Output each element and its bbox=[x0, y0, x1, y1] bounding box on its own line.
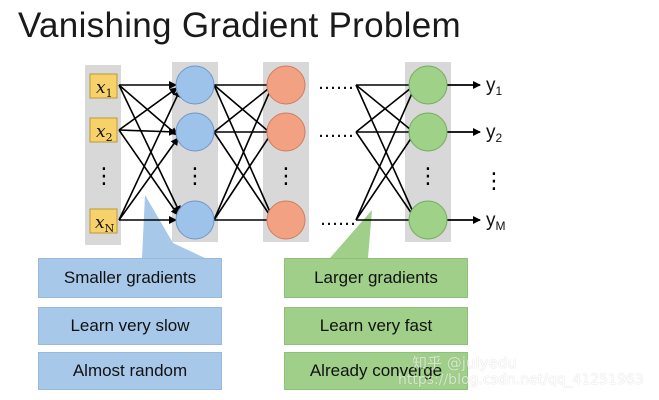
outputs-vertical-ellipsis: ⋮ bbox=[483, 169, 505, 194]
connections-h1-to-h2 bbox=[213, 84, 271, 221]
hidden1-node-2 bbox=[175, 112, 215, 152]
horizontal-ellipsis-3: …… bbox=[320, 209, 356, 230]
horizontal-ellipsis-1: …… bbox=[318, 73, 354, 94]
larger-gradients-label: Larger gradients bbox=[284, 258, 468, 298]
almost-random-label: Almost random bbox=[38, 352, 222, 390]
hidden2-node-n bbox=[266, 200, 306, 240]
left-callout-pointer bbox=[142, 195, 205, 258]
right-callout-pointer bbox=[330, 210, 372, 258]
hidden1-node-1 bbox=[175, 65, 215, 105]
input-node-n bbox=[89, 208, 118, 234]
hidden2-vertical-ellipsis: ⋮ bbox=[275, 164, 297, 189]
output-node-1 bbox=[408, 65, 448, 105]
input-vertical-ellipsis: ⋮ bbox=[93, 164, 115, 189]
output-label-m: yM bbox=[486, 210, 506, 233]
smaller-gradients-label: Smaller gradients bbox=[38, 258, 222, 298]
input-label-2: x2 bbox=[96, 122, 113, 144]
diagram-title: Vanishing Gradient Problem bbox=[18, 6, 461, 45]
hidden2-node-1 bbox=[266, 65, 306, 105]
hidden1-node-n bbox=[175, 200, 215, 240]
horizontal-ellipsis-2: …… bbox=[318, 121, 354, 142]
learn-very-fast-label: Learn very fast bbox=[284, 307, 468, 345]
already-converge-label: Already converge bbox=[284, 352, 468, 390]
output-vertical-ellipsis: ⋮ bbox=[417, 164, 439, 189]
input-node-2 bbox=[89, 117, 118, 143]
watermark-zhihu: 知乎 @julyedu bbox=[412, 354, 517, 372]
hidden2-node-2 bbox=[266, 112, 306, 152]
learn-very-slow-label: Learn very slow bbox=[38, 307, 222, 345]
input-label-n: xN bbox=[95, 213, 115, 235]
output-label-2: y2 bbox=[486, 122, 503, 145]
watermark-url: https://blog.csdn.net/qq_41251963 bbox=[398, 372, 644, 388]
connections-to-output bbox=[355, 84, 414, 221]
output-arrows bbox=[446, 81, 481, 224]
input-label-1: x1 bbox=[96, 78, 113, 100]
output-label-1: y1 bbox=[486, 75, 503, 98]
connections-input-to-h1 bbox=[118, 81, 181, 224]
output-node-2 bbox=[408, 112, 448, 152]
output-node-m bbox=[408, 200, 448, 240]
input-node-1 bbox=[89, 73, 118, 99]
hidden1-vertical-ellipsis: ⋮ bbox=[184, 164, 206, 189]
